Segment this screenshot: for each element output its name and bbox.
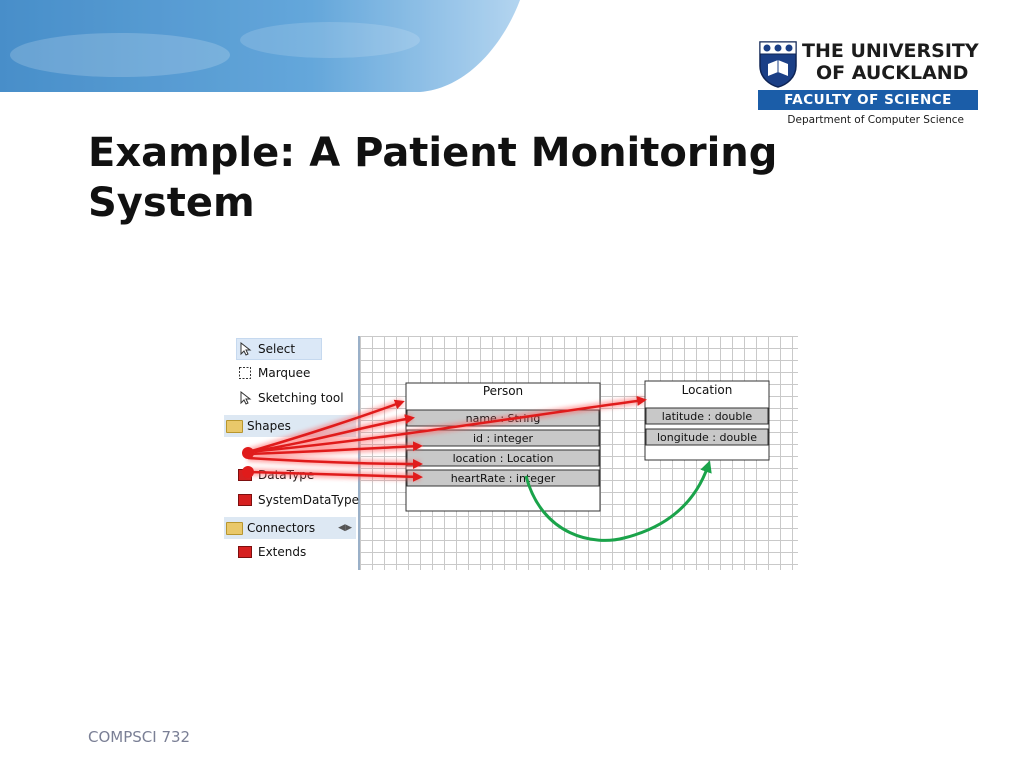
- palette-tool-label: Sketching tool: [258, 391, 344, 405]
- palette-connector-label: Extends: [258, 545, 307, 559]
- palette-tool-select[interactable]: Select: [238, 339, 295, 359]
- slide-title-line-1: Example: A Patient Monitoring: [88, 130, 778, 176]
- crest-icon: [759, 41, 797, 88]
- palette-tool-label: Marquee: [258, 366, 311, 380]
- class-person-title: Person: [483, 384, 523, 398]
- slide-footer: COMPSCI 732: [88, 728, 191, 746]
- faculty-banner: FACULTY OF SCIENCE: [758, 90, 978, 110]
- red-square-icon: [238, 546, 252, 558]
- folder-icon: [226, 419, 243, 433]
- palette-tool-marquee[interactable]: Marquee: [238, 363, 310, 383]
- palette-section-connectors[interactable]: Connectors ◀▶: [224, 517, 356, 539]
- palette-section-label: Connectors: [247, 521, 316, 535]
- class-location[interactable]: Location latitude : double longitude : d…: [644, 380, 770, 461]
- editor-screenshot: Select Marquee Sketching tool Shapes Dat…: [224, 336, 798, 570]
- university-logo: THE UNIVERSITY OF AUCKLAND FACULTY OF SC…: [758, 40, 983, 126]
- location-attribute[interactable]: longitude : double: [657, 431, 757, 444]
- slide-title: Example: A Patient Monitoring System: [88, 128, 777, 228]
- palette-tool-label: Select: [258, 342, 296, 356]
- department-label: Department of Computer Science: [787, 114, 964, 126]
- diagram-overlay: Person name : String id : integer locati…: [242, 380, 770, 542]
- palette-section-label: Shapes: [247, 419, 291, 433]
- palette-tool-sketching[interactable]: Sketching tool: [238, 388, 344, 408]
- red-square-icon: [238, 494, 252, 506]
- pointer-icon: [240, 391, 252, 405]
- green-arrow: [524, 460, 712, 542]
- class-person[interactable]: Person name : String id : integer locati…: [405, 382, 601, 512]
- marquee-icon: [239, 367, 251, 379]
- person-attribute[interactable]: location : Location: [453, 452, 554, 465]
- class-location-title: Location: [682, 383, 733, 397]
- folder-icon: [226, 521, 243, 535]
- slide-title-line-2: System: [88, 180, 255, 226]
- arrow-origin-dot: [242, 447, 254, 459]
- palette-shape-systemdatatype[interactable]: SystemDataType: [238, 490, 359, 510]
- palette-connector-extends[interactable]: Extends: [238, 542, 306, 562]
- pointer-icon: [240, 342, 252, 356]
- selected-tool-highlight: [236, 338, 322, 360]
- red-arrows: [247, 395, 647, 482]
- person-attribute[interactable]: heartRate : integer: [451, 472, 556, 485]
- logo-line-1: THE UNIVERSITY: [802, 40, 979, 62]
- person-attribute[interactable]: id : integer: [473, 432, 534, 445]
- logo-line-2: OF AUCKLAND: [816, 62, 969, 84]
- sky-banner: [0, 0, 520, 92]
- arrow-origin-dot: [242, 466, 254, 478]
- location-attribute[interactable]: latitude : double: [662, 410, 753, 423]
- expand-arrows-icon[interactable]: ◀▶: [338, 523, 352, 533]
- palette-shape-label: SystemDataType: [258, 493, 359, 507]
